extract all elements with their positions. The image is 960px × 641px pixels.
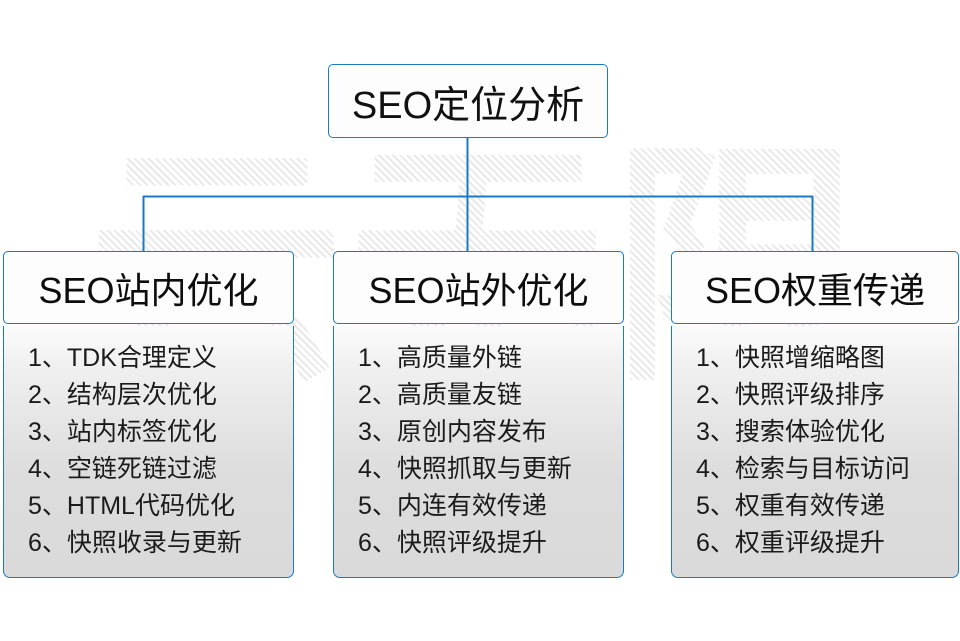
list-item: 2、快照评级排序 — [696, 381, 885, 409]
list-item: 4、快照抓取与更新 — [358, 455, 572, 483]
branch-column-seo-offsite: SEO站外优化 1、高质量外链 2、高质量友链 3、原创内容发布 4、快照抓取与… — [333, 251, 624, 578]
list-item: 6、快照收录与更新 — [28, 529, 242, 557]
branch-header-seo-weight[interactable]: SEO权重传递 — [671, 251, 959, 324]
list-item: 5、权重有效传递 — [696, 492, 885, 520]
list-item: 5、内连有效传递 — [358, 492, 547, 520]
branch-list-seo-offsite: 1、高质量外链 2、高质量友链 3、原创内容发布 4、快照抓取与更新 5、内连有… — [333, 326, 624, 578]
list-item: 1、快照增缩略图 — [696, 344, 885, 372]
list-item: 3、搜索体验优化 — [696, 418, 885, 446]
root-node[interactable]: SEO定位分析 — [328, 64, 608, 138]
branch-list-seo-weight: 1、快照增缩略图 2、快照评级排序 3、搜索体验优化 4、检索与目标访问 5、权… — [671, 326, 959, 578]
list-item: 2、结构层次优化 — [28, 381, 217, 409]
list-item: 1、TDK合理定义 — [28, 344, 217, 372]
list-item: 6、快照评级提升 — [358, 529, 547, 557]
list-item: 1、高质量外链 — [358, 344, 522, 372]
branch-header-seo-offsite[interactable]: SEO站外优化 — [333, 251, 624, 324]
list-item: 4、空链死链过滤 — [28, 455, 217, 483]
branch-header-seo-onsite[interactable]: SEO站内优化 — [3, 251, 294, 324]
root-node-title: SEO定位分析 — [351, 84, 585, 127]
list-item: 3、原创内容发布 — [358, 418, 547, 446]
branch-column-seo-onsite: SEO站内优化 1、TDK合理定义 2、结构层次优化 3、站内标签优化 4、空链… — [3, 251, 294, 578]
branch-title: SEO站外优化 — [368, 269, 589, 311]
branch-column-seo-weight: SEO权重传递 1、快照增缩略图 2、快照评级排序 3、搜索体验优化 4、检索与… — [671, 251, 959, 578]
list-item: 5、HTML代码优化 — [28, 492, 235, 520]
branch-title: SEO站内优化 — [38, 269, 259, 311]
list-item: 6、权重评级提升 — [696, 529, 885, 557]
list-item: 2、高质量友链 — [358, 381, 522, 409]
list-item: 4、检索与目标访问 — [696, 455, 910, 483]
list-item: 3、站内标签优化 — [28, 418, 217, 446]
branch-title: SEO权重传递 — [704, 269, 926, 311]
branch-list-seo-onsite: 1、TDK合理定义 2、结构层次优化 3、站内标签优化 4、空链死链过滤 5、H… — [3, 326, 294, 578]
